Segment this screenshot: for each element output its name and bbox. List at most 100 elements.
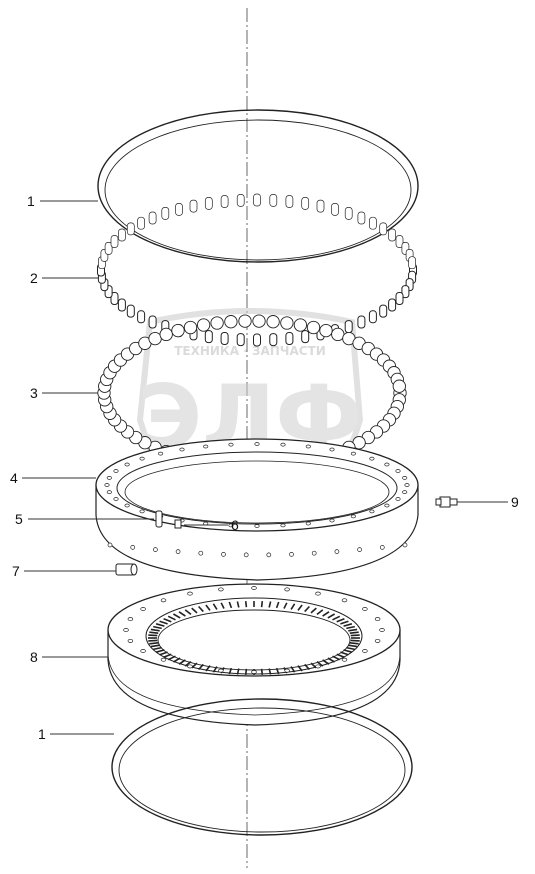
ball [148, 331, 162, 346]
ball [183, 320, 198, 335]
gear-tooth [212, 603, 218, 610]
bolt-hole [395, 497, 401, 501]
roller [269, 194, 278, 207]
ball [306, 320, 321, 335]
gear-tooth [205, 604, 211, 611]
gear-tooth [310, 607, 317, 614]
callout-1-bottom: 1 [38, 726, 46, 742]
bolt-hole [341, 598, 348, 603]
side-hole [153, 547, 158, 552]
side-hole [243, 552, 249, 558]
gear-tooth [343, 623, 353, 627]
roller [236, 333, 245, 347]
bolt-hole [384, 503, 390, 508]
bolt-hole [139, 456, 145, 461]
bolt-hole [218, 587, 224, 592]
part-pin [155, 510, 163, 528]
roller [220, 195, 229, 208]
bolt-hole [254, 442, 260, 446]
bolt-hole [284, 668, 290, 673]
bolt-hole [228, 523, 234, 528]
gear-tooth [297, 604, 303, 611]
roller [344, 207, 353, 220]
ball [210, 316, 224, 330]
roller [148, 211, 157, 225]
roller [161, 207, 170, 220]
gear-tooth [283, 602, 288, 609]
gear-tooth [349, 642, 359, 645]
gear-tooth [322, 611, 330, 617]
bolt-hole [350, 514, 356, 519]
bolt-hole [402, 490, 408, 494]
bolt-hole [187, 591, 193, 596]
side-hole [266, 552, 272, 558]
bolt-hole [187, 664, 193, 669]
gear-tooth [150, 644, 160, 648]
bolt-hole [179, 447, 185, 452]
gear-tooth [167, 615, 176, 621]
bolt-hole [362, 649, 368, 653]
gear-tooth [346, 646, 355, 651]
gear-tooth [336, 617, 345, 623]
callout-6: 6 [231, 517, 239, 533]
callout-7: 7 [12, 563, 20, 579]
gear-tooth [153, 625, 162, 630]
gear-tooth [304, 605, 310, 613]
side-hole [402, 542, 408, 548]
side-hole [130, 545, 136, 550]
bolt-hole [374, 638, 381, 643]
roller [137, 310, 146, 324]
bolt-hole [251, 670, 257, 674]
gear-tooth [198, 605, 204, 613]
gear-tooth [148, 634, 158, 637]
side-hole [311, 550, 317, 556]
roller [204, 197, 213, 210]
bolt-hole [124, 462, 130, 467]
ball [392, 379, 406, 393]
roller [175, 203, 183, 216]
ball [159, 327, 173, 342]
roller [395, 235, 404, 248]
bolt-hole [251, 586, 257, 590]
roller [316, 199, 325, 213]
side-hole [221, 552, 226, 557]
roller [408, 256, 416, 270]
roller [285, 332, 294, 345]
gear-tooth [348, 644, 358, 648]
bolt-hole [329, 518, 335, 523]
bolt-hole [384, 462, 390, 467]
gear-tooth [349, 631, 359, 634]
roller [344, 320, 353, 334]
ball [280, 316, 294, 330]
roller [388, 228, 396, 242]
side-hole [107, 542, 113, 548]
side-hole [198, 550, 204, 556]
roller [104, 242, 113, 255]
roller [369, 216, 377, 230]
ball [319, 323, 333, 338]
callout-9: 9 [511, 494, 519, 510]
gear-tooth [163, 617, 172, 623]
bolt-hole [362, 607, 368, 611]
bolt-hole [404, 483, 410, 487]
roller [401, 285, 410, 299]
bolt-hole [158, 451, 164, 456]
roller [189, 199, 198, 213]
callout-8: 8 [30, 649, 38, 665]
roller [395, 292, 404, 305]
bolt-hole [369, 509, 375, 514]
callout-5: 5 [15, 511, 23, 527]
roller [110, 235, 119, 248]
roller [220, 332, 229, 345]
roller [379, 304, 388, 318]
gear-tooth [236, 601, 240, 608]
leader-lines [22, 200, 508, 735]
gear-tooth [268, 601, 272, 608]
bolt-hole [379, 628, 385, 632]
gear-tooth [316, 609, 324, 616]
bolt-hole [315, 591, 321, 596]
bolt-hole [160, 598, 167, 603]
bolt-hole [160, 657, 167, 662]
bolt-hole [228, 442, 234, 447]
